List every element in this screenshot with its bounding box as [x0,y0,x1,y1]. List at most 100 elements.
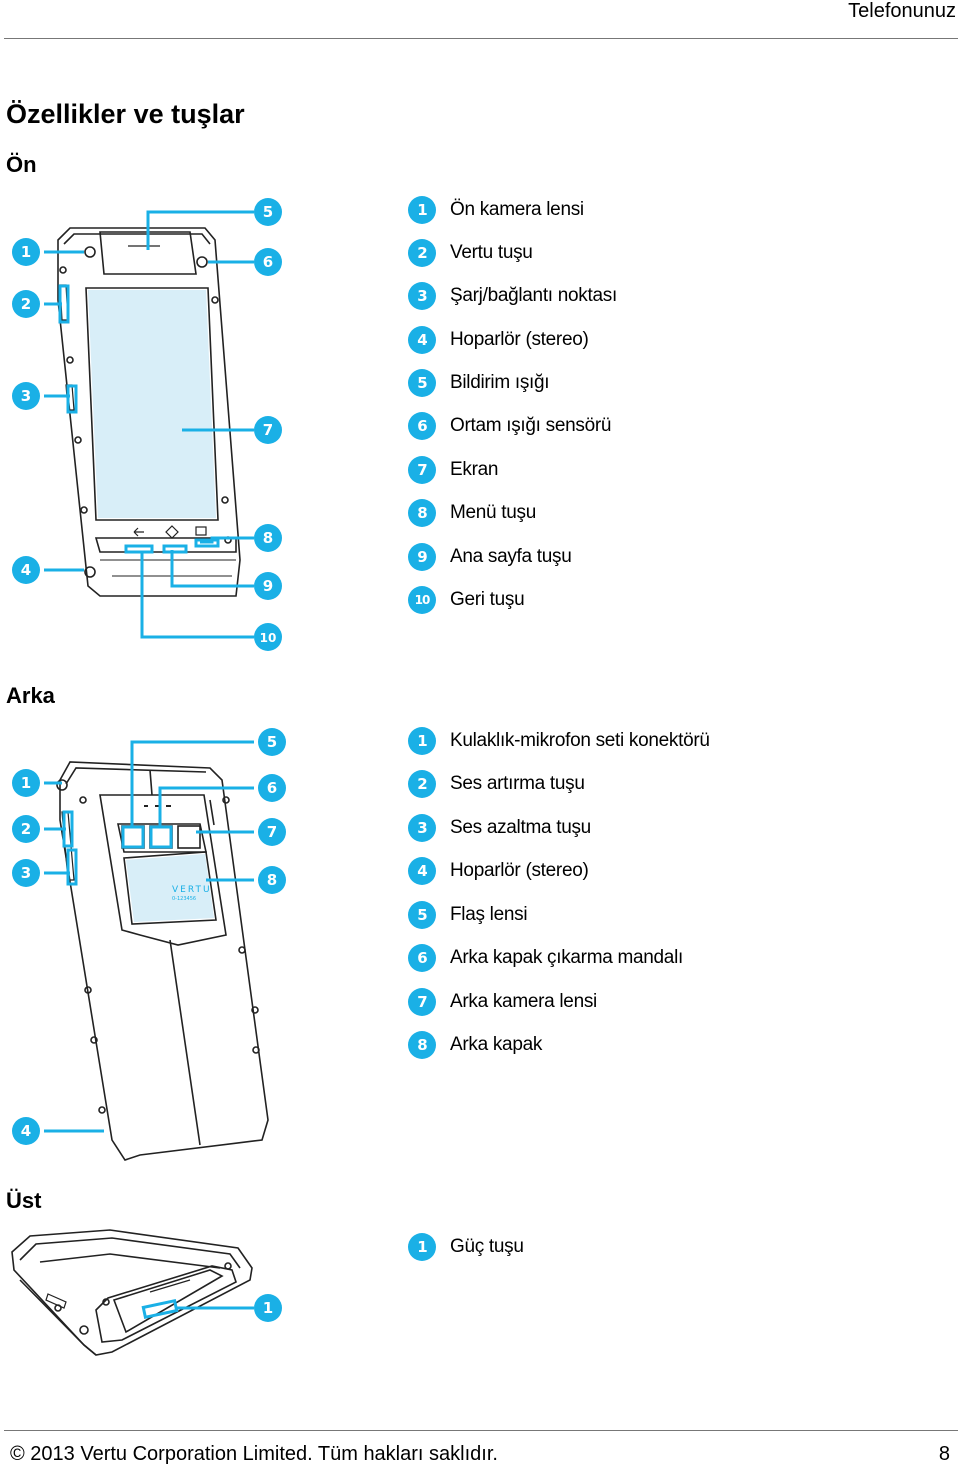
callout-marker-number: 10 [260,631,277,645]
callout-number: 9 [408,543,436,571]
callout-marker [258,774,286,802]
legend-label: Arka kapak çıkarma mandalı [450,947,683,968]
callout-marker-number: 6 [267,779,277,797]
legend-label: Ortam ışığı sensörü [450,415,612,436]
vertu-logo-text: VERTU [172,885,212,895]
callout-number: 4 [408,857,436,885]
callout-marker [254,416,282,444]
callout-number: 10 [408,586,436,614]
legend-item: 2 Ses artırma tuşu [408,769,585,799]
callout-number: 6 [408,412,436,440]
callout-marker-number: 4 [21,561,31,579]
callout-marker [12,859,40,887]
callout-marker [258,728,286,756]
legend-label: Arka kamera lensi [450,991,597,1012]
callout-marker [12,1117,40,1145]
callout-marker [12,769,40,797]
legend-item: 6 Ortam ışığı sensörü [408,411,611,441]
callout-marker [258,818,286,846]
legend-label: Şarj/bağlantı noktası [450,285,617,306]
callout-number: 1 [408,727,436,755]
callout-number: 3 [408,282,436,310]
callout-marker-number: 5 [267,733,277,751]
legend-label: Geri tuşu [450,589,525,610]
callout-marker [254,623,282,651]
legend-label: Ses artırma tuşu [450,773,585,794]
top-phone-figure: 1 [11,1229,282,1356]
copyright-notice: © 2013 Vertu Corporation Limited. Tüm ha… [10,1443,498,1465]
section-title-front: Ön [6,152,37,177]
callout-marker-number: 8 [267,871,277,889]
legend-item: 3 Şarj/bağlantı noktası [408,281,617,311]
legend-item: 5 Flaş lensi [408,900,528,930]
callout-marker [254,198,282,226]
callout-number: 2 [408,239,436,267]
legend-item: 4 Hoparlör (stereo) [408,856,589,886]
callout-number: 8 [408,499,436,527]
section-title-top: Üst [6,1188,42,1213]
callout-number: 1 [408,196,436,224]
legend-item: 1 Ön kamera lensi [408,195,584,225]
callout-marker [12,382,40,410]
header-divider [4,38,958,39]
callout-marker-number: 6 [263,253,273,271]
callout-marker [254,1294,282,1322]
callout-marker [258,866,286,894]
callout-marker [254,572,282,600]
legend-label: Flaş lensi [450,904,528,925]
callout-marker-number: 3 [21,387,31,405]
callout-number: 3 [408,814,436,842]
callout-marker-number: 9 [263,577,273,595]
callout-marker [254,248,282,276]
legend-item: 7 Ekran [408,455,498,485]
callout-number: 7 [408,456,436,484]
callout-number: 5 [408,901,436,929]
callout-marker-number: 3 [21,864,31,882]
callout-marker-number: 1 [263,1299,273,1317]
page-title: Özellikler ve tuşlar [6,99,245,129]
legend-label: Güç tuşu [450,1236,524,1257]
callout-marker [12,290,40,318]
callout-marker [254,524,282,552]
legend-label: Arka kapak [450,1034,543,1055]
callout-marker-number: 7 [267,823,277,841]
callout-marker [12,238,40,266]
legend-label: Kulaklık-mikrofon seti konektörü [450,730,710,751]
legend-label: Ana sayfa tuşu [450,546,572,567]
callout-marker-number: 4 [21,1122,31,1140]
callout-marker-number: 2 [21,820,31,838]
serial-number-text: 0-123456 [172,896,196,902]
legend-label: Hoparlör (stereo) [450,860,589,881]
callout-number: 2 [408,770,436,798]
legend-label: Ön kamera lensi [450,199,584,220]
legend-label: Bildirim ışığı [450,372,550,393]
callout-marker-number: 2 [21,295,31,313]
legend-item: 4 Hoparlör (stereo) [408,325,589,355]
section-title-back: Arka [6,683,55,708]
legend-label: Ekran [450,459,499,480]
legend-item: 9 Ana sayfa tuşu [408,542,572,572]
legend-label: Hoparlör (stereo) [450,329,589,350]
callout-marker [12,556,40,584]
legend-item: 6 Arka kapak çıkarma mandalı [408,943,683,973]
callout-number: 6 [408,944,436,972]
legend-item: 1 Güç tuşu [408,1232,524,1262]
callout-marker-number: 5 [263,203,273,221]
legend-item: 10 Geri tuşu [408,585,525,615]
page-number: 8 [938,1443,950,1465]
callout-marker [12,815,40,843]
callout-marker-number: 8 [263,529,273,547]
legend-item: 1 Kulaklık-mikrofon seti konektörü [408,726,710,756]
callout-number: 4 [408,326,436,354]
callout-marker-number: 7 [263,421,273,439]
callout-number: 1 [408,1233,436,1261]
footer-divider [4,1430,958,1431]
